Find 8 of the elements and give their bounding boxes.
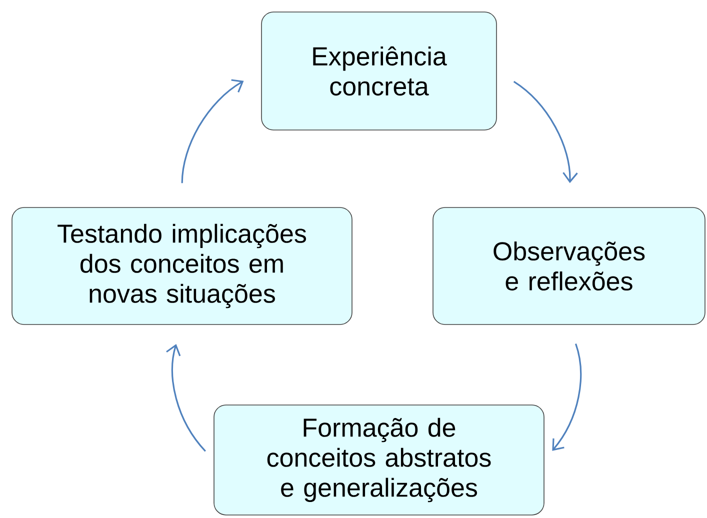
arrow: [166, 344, 206, 452]
process-box: Experiência concreta: [261, 12, 497, 130]
process-box: Testando implicações dos conceitos em novas situações: [12, 207, 352, 325]
process-box: Observações e reflexões: [432, 207, 706, 325]
arrow: [513, 80, 578, 184]
arrow: [552, 344, 582, 451]
arrow: [181, 79, 244, 184]
process-box: Formação de conceitos abstratos e generalizações: [214, 404, 544, 516]
